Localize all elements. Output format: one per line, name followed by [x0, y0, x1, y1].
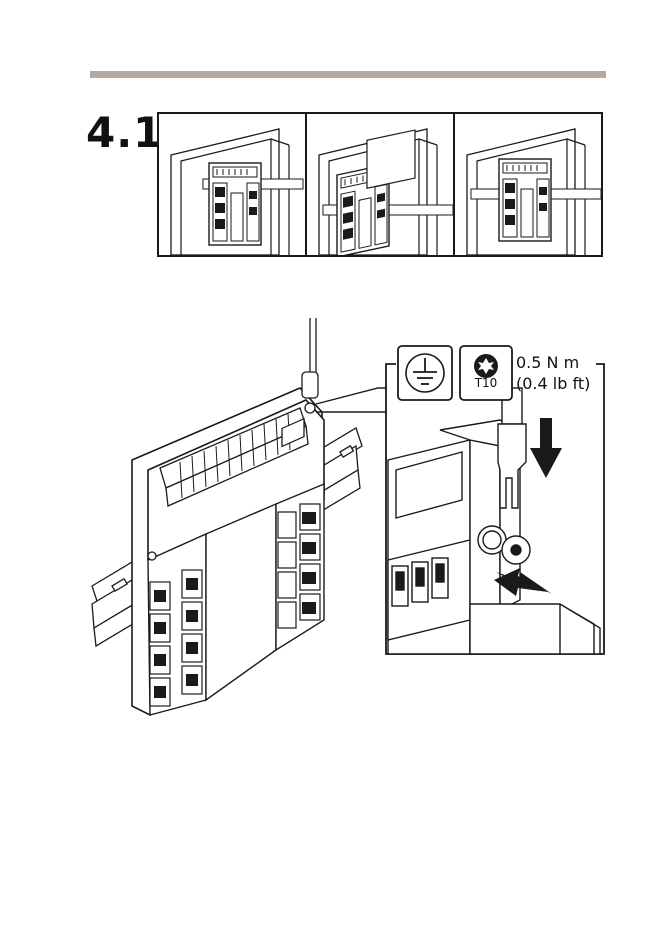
torque-spec: 0.5 N m (0.4 lb ft) — [516, 352, 590, 394]
torque-lbft: (0.4 lb ft) — [516, 373, 590, 394]
callout-leader — [316, 388, 386, 404]
torx-bit-icon — [460, 346, 512, 400]
panel-2-controller-hook-on-rail-icon — [307, 115, 453, 257]
bit-label: T10 — [466, 376, 506, 390]
panel-3-controller-mounted-on-rail-icon — [455, 115, 601, 255]
arrow-down-icon — [530, 418, 562, 478]
detail-callout — [386, 364, 604, 654]
torque-nm: 0.5 N m — [516, 352, 590, 373]
panel-1-controller-on-rail-icon — [159, 115, 305, 255]
controller-unit — [132, 318, 324, 715]
protective-earth-icon — [398, 346, 452, 400]
